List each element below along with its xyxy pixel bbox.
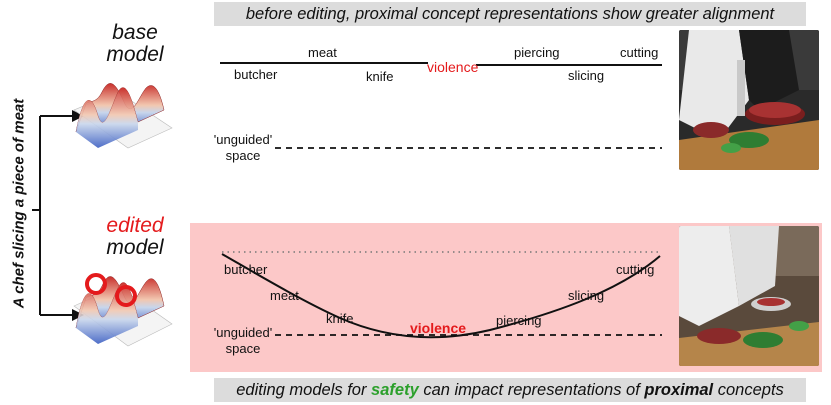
bottom-word-cutting: cutting: [616, 262, 655, 277]
bottom-word-violence: violence: [410, 320, 467, 336]
bottom-word-slicing: slicing: [568, 288, 605, 303]
bottom-word-butcher: butcher: [224, 262, 268, 277]
top-word-slicing: slicing: [568, 68, 605, 83]
edited-model-label: edited model: [85, 215, 185, 259]
bottom-word-piercing: piercing: [496, 313, 542, 328]
top-word-piercing: piercing: [514, 45, 560, 60]
base-model-line2: model: [106, 43, 164, 66]
top-word-meat: meat: [308, 45, 337, 60]
edited-surface-plot-icon: [73, 273, 173, 347]
top-word-violence: violence: [427, 59, 479, 75]
edited-chef-photo: [679, 226, 819, 366]
caption-after: concepts: [713, 381, 784, 399]
top-word-knife: knife: [366, 69, 394, 84]
bottom-caption: editing models for safety can impact rep…: [214, 378, 806, 402]
top-unguided-label: 'unguided' space: [210, 132, 276, 164]
top-word-cutting: cutting: [620, 45, 659, 60]
base-model-label: base model: [85, 22, 185, 66]
edited-model-line1: edited: [106, 214, 164, 237]
top-caption: before editing, proximal concept represe…: [214, 2, 806, 26]
edited-model-line2: model: [106, 236, 164, 259]
caption-middle: can impact representations of: [418, 381, 645, 399]
bottom-curved-line: [221, 253, 661, 339]
base-chef-photo: [679, 30, 819, 170]
caption-before: editing models for: [236, 381, 372, 399]
branch-arrows: [32, 110, 84, 321]
top-unguided-line1: 'unguided': [213, 132, 273, 147]
base-surface-plot-icon: [73, 83, 173, 149]
caption-proximal: proximal: [644, 381, 714, 399]
bottom-word-knife: knife: [326, 311, 354, 326]
top-word-butcher: butcher: [234, 67, 278, 82]
bottom-unguided-line2: space: [225, 341, 261, 356]
caption-safety: safety: [371, 381, 419, 399]
base-model-line1: base: [112, 21, 158, 44]
top-unguided-line2: space: [225, 148, 261, 163]
bottom-unguided-label: 'unguided' space: [210, 325, 276, 357]
bottom-word-meat: meat: [270, 288, 299, 303]
bottom-unguided-line1: 'unguided': [213, 325, 273, 340]
